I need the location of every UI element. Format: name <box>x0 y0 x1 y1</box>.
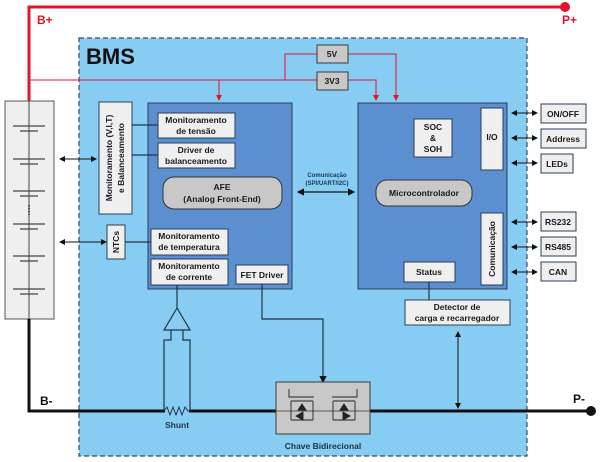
mosfet-icon <box>288 389 314 421</box>
5v-regulator <box>316 44 349 64</box>
afe-subtitle: (Analog Front-End) <box>183 194 261 204</box>
shunt-label: Shunt <box>165 420 189 430</box>
comm-box <box>480 212 504 286</box>
p-plus-label: P+ <box>562 13 577 27</box>
b-plus-line <box>27 5 565 101</box>
amp-label: & <box>430 133 436 143</box>
afe-title: AFE <box>214 182 231 192</box>
mosfet-icon <box>332 389 358 421</box>
io-box <box>480 107 504 171</box>
ntcs-label: NTCs <box>111 231 121 253</box>
5v-label: 5V <box>327 49 338 59</box>
voltage-mon-line2: de tensão <box>176 126 216 136</box>
balance-driver-line2: balanceamento <box>165 156 227 166</box>
p-minus-label: P- <box>573 392 585 406</box>
balancing-label: e Balanceamento <box>116 123 126 193</box>
battery-pack <box>4 100 55 320</box>
current-monitoring-box <box>150 258 229 286</box>
bms-title: BMS <box>86 44 135 69</box>
b-plus-label: B+ <box>37 13 53 27</box>
svg-text:RS485: RS485 <box>545 242 571 252</box>
io-label: I/O <box>486 132 498 142</box>
voltage-monitoring-box <box>157 112 236 139</box>
b-minus-label: B- <box>40 394 53 408</box>
temp-mon-line2: de temperatura <box>158 242 220 252</box>
comm-port-can: CAN <box>540 261 577 282</box>
balance-driver-box <box>157 142 236 169</box>
io-port-onoff: ON/OFF <box>540 103 587 124</box>
3v3-regulator <box>316 71 349 91</box>
balance-driver-line1: Driver de <box>178 145 215 155</box>
svg-text:LEDs: LEDs <box>546 159 568 169</box>
comm-link-line1: Comunicação <box>307 173 347 179</box>
svg-text:ON/OFF: ON/OFF <box>547 109 579 119</box>
current-mon-line1: Monitoramento <box>158 261 219 271</box>
status-label: Status <box>416 267 442 277</box>
svg-text:CAN: CAN <box>549 267 567 277</box>
monitoring-label: Monitoramento (V,I,T) <box>104 115 114 202</box>
charge-detector-box <box>404 299 511 326</box>
io-port-leds: LEDs <box>540 153 574 174</box>
detector-line1: Detector de <box>434 302 481 312</box>
io-port-address: Address <box>540 128 587 149</box>
current-amplifier-icon <box>162 306 192 331</box>
comm-port-rs232: RS232 <box>540 211 577 232</box>
monitoring-balancing-box <box>98 101 133 215</box>
soc-soh-box <box>413 118 453 158</box>
mcu-core <box>375 179 473 207</box>
svg-text:Address: Address <box>546 134 580 144</box>
mcu-label: Microcontrolador <box>389 188 460 198</box>
comm-port-rs485: RS485 <box>540 236 577 257</box>
soh-label: SOH <box>424 144 442 154</box>
b-minus-line <box>27 319 560 413</box>
current-mon-line2: de corrente <box>166 272 213 282</box>
soc-label: SOC <box>424 122 442 132</box>
comm-link-line2: (SPI/UART/I2C) <box>305 181 348 187</box>
bidirectional-switch-box <box>275 381 371 435</box>
p-plus-terminal <box>560 2 570 12</box>
temperature-monitoring-box <box>150 228 229 256</box>
shunt-resistor-icon <box>163 405 190 417</box>
svg-text:RS232: RS232 <box>545 217 571 227</box>
afe-core <box>162 176 283 210</box>
temp-mon-line1: Monitoramento <box>158 231 219 241</box>
detector-line2: carga e recarregador <box>415 313 500 323</box>
comm-label: Comunicação <box>487 221 497 277</box>
switch-label: Chave Bidirecional <box>285 441 362 451</box>
3v3-label: 3V3 <box>324 76 339 86</box>
voltage-mon-line1: Monitoramento <box>165 115 226 125</box>
fet-driver-label: FET Driver <box>241 270 285 280</box>
